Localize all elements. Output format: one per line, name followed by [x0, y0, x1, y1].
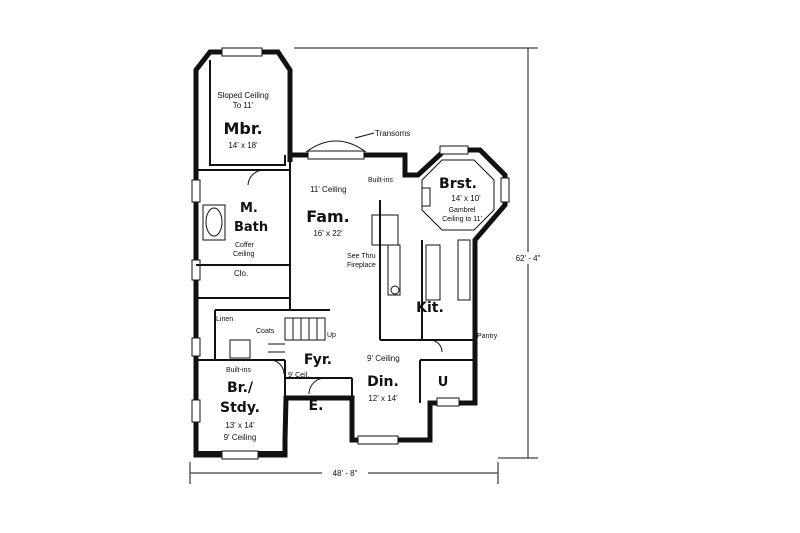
entry-name: E. [309, 398, 324, 414]
family-size: 16' x 22' [313, 229, 343, 238]
mbr-note-line1: Sloped Ceiling [217, 91, 269, 100]
linen-label: Linen [216, 316, 233, 323]
built-ins-family-label: Built-ins [368, 177, 393, 184]
bedroom-study-name-line1: Br./ [227, 380, 254, 396]
master-bath-note-line1: Coffer [235, 242, 255, 249]
family-name: Fam. [306, 207, 350, 226]
bedroom-study-size: 13' x 14' [225, 421, 255, 430]
dining-ceiling: 9' Ceiling [367, 354, 400, 363]
mbr-note-line2: To 11' [233, 101, 254, 110]
transom-leader [354, 132, 375, 139]
foyer-ceiling: 9' Ceil. [288, 372, 309, 379]
breakfast-octagon [421, 159, 495, 231]
overall-depth-dimension: 62' - 4" [516, 254, 541, 263]
windows [191, 47, 510, 460]
pantry-label: Pantry [477, 333, 498, 340]
dining-size: 12' x 14' [368, 394, 398, 403]
master-bath-name-line1: M. [240, 201, 258, 216]
transom-arch [305, 140, 367, 153]
utility-name: U [438, 375, 449, 390]
door-swings [247, 169, 443, 395]
foyer-name: Fyr. [304, 352, 332, 368]
master-bath-note-line2: Ceiling [233, 251, 255, 258]
overall-width-dimension: 48' - 8" [333, 469, 358, 478]
bedroom-study-ceiling: 9' Ceiling [224, 433, 257, 442]
breakfast-size: 14' x 10' [451, 194, 481, 203]
mbr-name: Mbr. [223, 119, 262, 138]
breakfast-note-line1: Gambrel [449, 207, 476, 214]
breakfast-note-line2: Ceiling to 11' [442, 216, 482, 223]
coats-label: Coats [256, 328, 275, 335]
family-ceiling: 11' Ceiling [310, 185, 347, 194]
dining-name: Din. [367, 374, 399, 390]
closet-name: Clo. [234, 269, 248, 278]
kitchen-name: Kit. [416, 300, 444, 316]
built-ins-study-label: Built-ins [226, 367, 251, 374]
bedroom-study-name-line2: Stdy. [220, 400, 260, 416]
see-thru-line1: See Thru [347, 253, 376, 260]
up-label: Up [327, 332, 336, 339]
breakfast-name: Brst. [439, 176, 477, 192]
stair [268, 317, 326, 353]
transoms-label: Transoms [375, 129, 410, 138]
see-thru-line2: Fireplace [347, 262, 376, 269]
mbr-size: 14' x 18' [228, 141, 258, 150]
master-bath-name-line2: Bath [234, 220, 268, 235]
interior-walls [196, 60, 475, 440]
